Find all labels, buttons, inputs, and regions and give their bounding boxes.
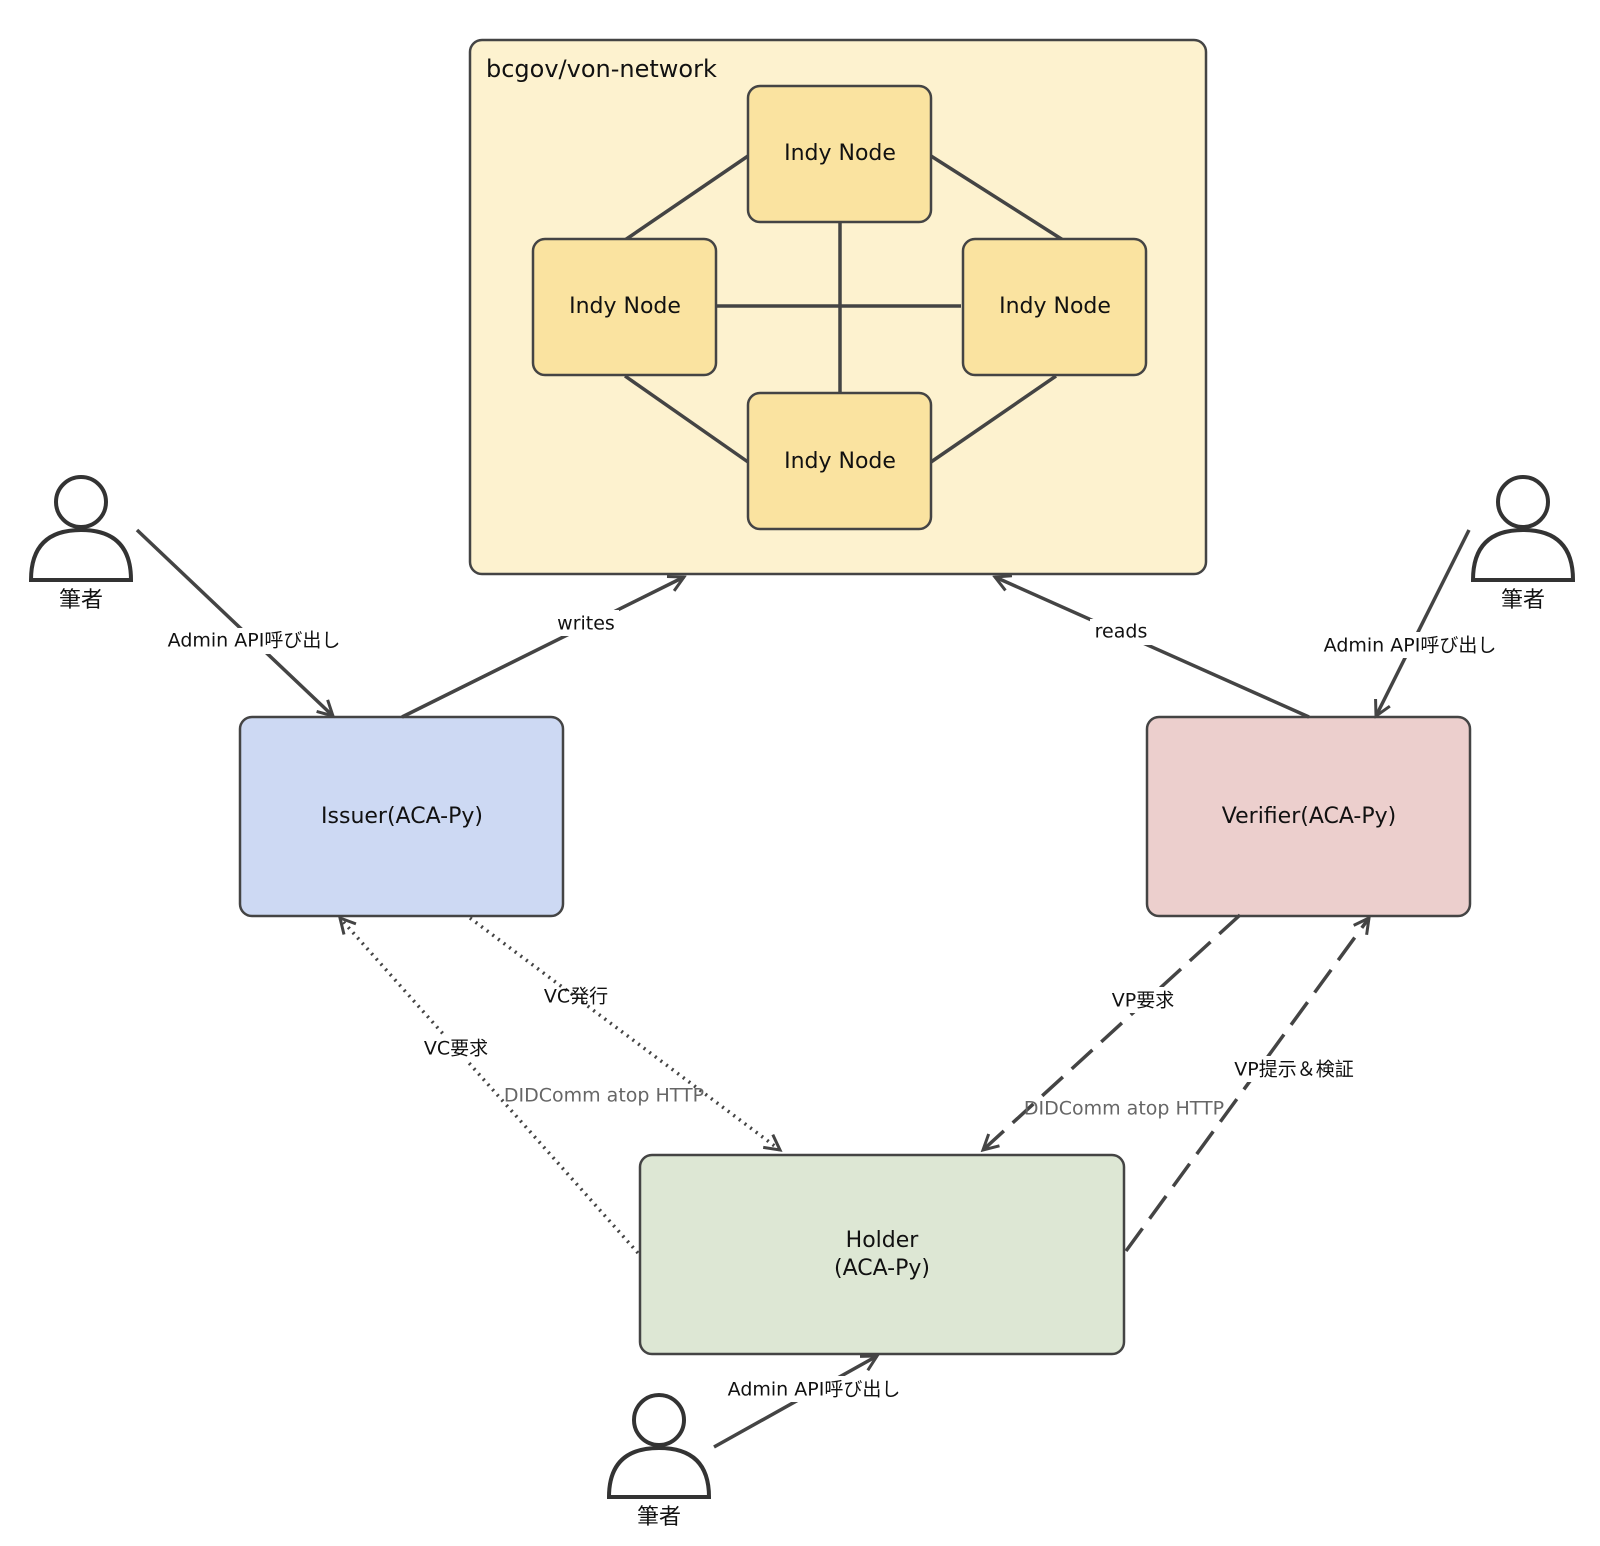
verifier-label: Verifier(ACA-Py) xyxy=(1222,804,1396,829)
edge-vp-present: VP提示＆検証 xyxy=(1124,918,1369,1253)
actor-verifier-side: 筆者 xyxy=(1470,475,1576,613)
edge-vp-request: VP要求 xyxy=(983,913,1242,1150)
person-icon xyxy=(28,475,134,582)
holder-label-line1: Holder xyxy=(846,1228,920,1253)
person-icon xyxy=(1470,475,1576,582)
mesh-line-bottom-right xyxy=(930,374,1057,464)
edge-verifier-reads: reads xyxy=(995,577,1310,719)
indy-node-top: Indy Node xyxy=(746,84,933,224)
indy-node-bottom: Indy Node xyxy=(746,391,933,531)
actor-label: 筆者 xyxy=(59,588,103,613)
reads-label: reads xyxy=(1095,621,1148,643)
holder-label-line2: (ACA-Py) xyxy=(834,1256,930,1281)
vp-request-label: VP要求 xyxy=(1112,990,1174,1012)
person-icon xyxy=(606,1393,712,1499)
admin-api-label: Admin API呼び出し xyxy=(168,630,341,652)
actor-issuer-side: 筆者 xyxy=(28,475,134,613)
edge-vc-request: VC要求 xyxy=(340,918,640,1255)
issuer-box: Issuer(ACA-Py) xyxy=(238,715,565,918)
admin-api-label: Admin API呼び出し xyxy=(1324,635,1497,657)
actor-label: 筆者 xyxy=(1501,588,1545,613)
edge-issuer-writes: writes xyxy=(401,577,684,719)
issuer-label: Issuer(ACA-Py) xyxy=(321,804,483,829)
actor-holder-side: 筆者 xyxy=(606,1393,712,1530)
indy-node-label: Indy Node xyxy=(784,449,896,474)
edge-admin-verifier: Admin API呼び出し xyxy=(1316,529,1504,716)
node-mesh-lines xyxy=(623,154,1064,464)
indy-node-label: Indy Node xyxy=(999,294,1111,319)
actor-label: 筆者 xyxy=(637,1505,681,1530)
von-network-title: bcgov/von-network xyxy=(486,55,717,83)
vc-issue-label: VC発行 xyxy=(544,986,608,1008)
holder-box: Holder (ACA-Py) xyxy=(638,1153,1126,1356)
mesh-line-top-right xyxy=(930,154,1064,242)
indy-node-left: Indy Node xyxy=(531,237,718,377)
vc-request-label: VC要求 xyxy=(424,1038,488,1060)
admin-api-label: Admin API呼び出し xyxy=(728,1379,901,1401)
mesh-line-top-left xyxy=(624,154,749,242)
didcomm-left-label: DIDComm atop HTTP xyxy=(504,1085,704,1107)
indy-node-label: Indy Node xyxy=(569,294,681,319)
mesh-line-bottom-left xyxy=(623,374,750,464)
indy-node-label: Indy Node xyxy=(784,141,896,166)
indy-node-right: Indy Node xyxy=(961,237,1148,377)
edge-admin-issuer: Admin API呼び出し xyxy=(135,528,348,716)
edge-vc-issue: VC発行 xyxy=(468,916,780,1150)
writes-label: writes xyxy=(557,613,615,635)
verifier-box: Verifier(ACA-Py) xyxy=(1145,715,1472,918)
edge-admin-holder: Admin API呼び出し xyxy=(713,1356,908,1449)
vp-present-label: VP提示＆検証 xyxy=(1234,1059,1353,1081)
didcomm-right-label: DIDComm atop HTTP xyxy=(1024,1098,1224,1120)
von-network-group: bcgov/von-network Indy Node Indy Node In… xyxy=(468,38,1208,576)
